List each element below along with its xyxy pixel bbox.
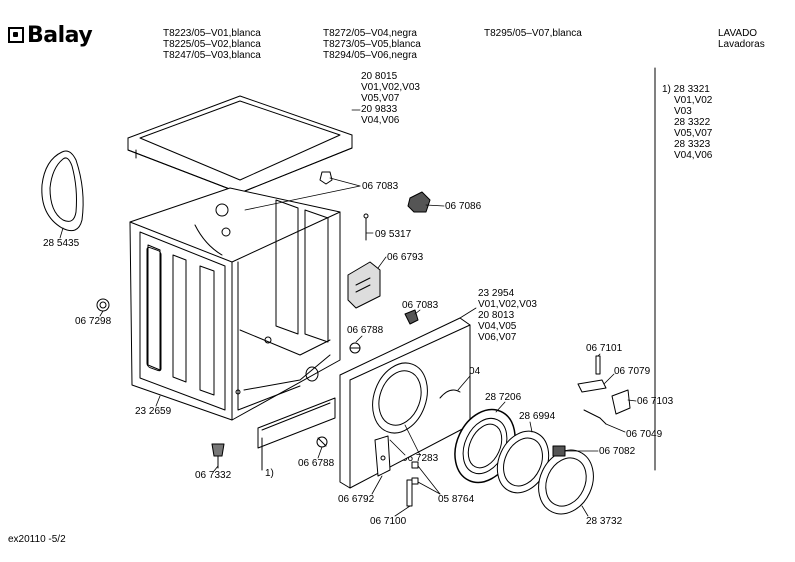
clip-part-058764: [411, 461, 419, 485]
note-line: V03: [674, 106, 692, 117]
label-067082: 06 7082: [599, 446, 636, 457]
note-block: 1) 28 3321 V01,V02 V03 28 3322 V05,V07 2…: [662, 84, 712, 161]
model-list-col3: T8295/05–V07,blanca: [484, 28, 582, 39]
label-286994: 28 6994: [519, 411, 556, 422]
model-item: T8223/05–V01,blanca: [163, 28, 261, 39]
note-line: 28 3322: [674, 117, 711, 128]
clip-part-067083: [319, 171, 333, 185]
spring-part-067049: [583, 409, 607, 425]
label-067079: 06 7079: [614, 366, 651, 377]
note-line: V05,V07: [674, 128, 713, 139]
label-232659: 23 2659: [135, 406, 172, 417]
seal-wire-066804: [439, 389, 461, 399]
label-067083b: 06 7083: [402, 300, 439, 311]
brand-logo: Balay: [8, 22, 93, 48]
model-item: T8294/05–V06,negra: [323, 50, 417, 61]
label-285435: 28 5435: [43, 238, 80, 249]
label-067332: 06 7332: [195, 470, 232, 481]
footer-code: ex20110 -5/2: [8, 534, 66, 545]
foot-part-067332: [211, 443, 225, 469]
knob-part: [96, 298, 110, 312]
label-067298: 06 7298: [75, 316, 112, 327]
note-line: V01,V02: [674, 95, 713, 106]
note-line: 28 3323: [674, 139, 711, 150]
cabinet: [129, 187, 341, 421]
model-item: T8225/05–V02,blanca: [163, 39, 261, 50]
label-067049: 06 7049: [626, 429, 663, 440]
pin-part-095317: [363, 213, 369, 241]
door-outer-283732: [538, 449, 594, 515]
cover-part-067082: [552, 445, 566, 457]
label-066793: 06 6793: [387, 252, 424, 263]
label-067283: 06 7283: [402, 453, 439, 464]
pin-part-067100: [406, 479, 413, 507]
note-line: V04,V06: [674, 150, 713, 161]
model-item: T8295/05–V07,blanca: [484, 28, 582, 39]
model-list-col2: T8272/05–V04,negra T8273/05–V05,blanca T…: [323, 28, 421, 61]
clip-part-067083b: [404, 309, 419, 325]
bolt-part-066788a: [349, 342, 361, 354]
model-item: T8247/05–V03,blanca: [163, 50, 261, 61]
bolt-part-066788b: [316, 436, 328, 448]
pin-part-067101: [595, 355, 601, 375]
lock-part-067086: [407, 191, 431, 213]
base-rail: [257, 397, 336, 471]
label-066788b: 06 6788: [298, 458, 335, 469]
category-label: LAVADO Lavadoras: [718, 28, 765, 50]
model-item: T8272/05–V04,negra: [323, 28, 417, 39]
label-067086: 06 7086: [445, 201, 482, 212]
switch-part-066793: [347, 261, 381, 309]
label-067101: 06 7101: [586, 343, 623, 354]
label-283732: 28 3732: [586, 516, 623, 527]
label-287206: 28 7206: [485, 392, 522, 403]
handle-part-067103: [611, 389, 631, 415]
category-title: LAVADO: [718, 28, 758, 39]
label-top-cover: 20 8015 V01,V02,V03 V05,V07 20 9833 V04,…: [361, 71, 420, 126]
model-list-col1: T8223/05–V01,blanca T8225/05–V02,blanca …: [163, 28, 261, 61]
label-066792: 06 6792: [338, 494, 375, 505]
label-058764: 05 8764: [438, 494, 475, 505]
label-front-panel: 23 2954 V01,V02,V03 20 8013 V04,V05 V06,…: [478, 288, 537, 343]
note-line: 1) 28 3321: [662, 84, 710, 95]
label-066788a: 06 6788: [347, 325, 384, 336]
label-067100: 06 7100: [370, 516, 407, 527]
leader-lines: [59, 109, 637, 517]
label-095317: 09 5317: [375, 229, 412, 240]
model-item: T8273/05–V05,blanca: [323, 39, 421, 50]
door-gasket-part: [41, 150, 84, 232]
label-067083a: 06 7083: [362, 181, 399, 192]
category-subtitle: Lavadoras: [718, 39, 765, 50]
hinge-part-067283: [374, 435, 391, 477]
lever-part-067079: [577, 379, 607, 393]
front-panel: [339, 317, 471, 489]
brand-name: Balay: [27, 22, 93, 48]
label-note-ref: 1): [265, 468, 274, 479]
brand-logo-icon: [8, 27, 24, 43]
top-cover: [127, 95, 353, 194]
